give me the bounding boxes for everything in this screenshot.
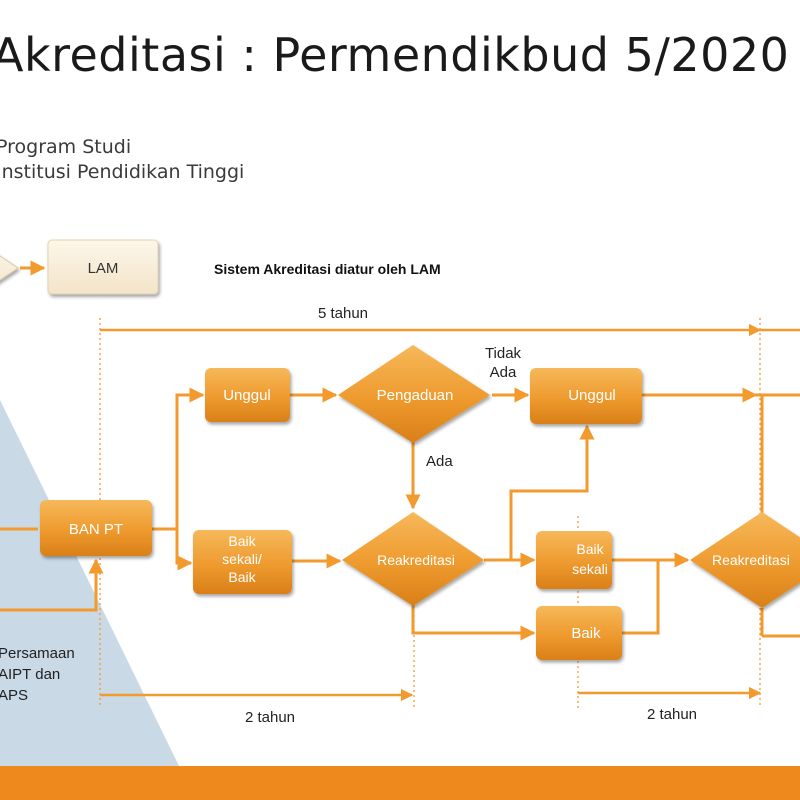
flow-connectors xyxy=(0,387,800,641)
unggul-box-1: Unggul xyxy=(205,368,290,422)
bottom-bar xyxy=(0,766,800,800)
page-title: Akreditasi : Permendikbud 5/2020 xyxy=(0,28,790,82)
five-years-label: 5 tahun xyxy=(318,305,368,322)
ada-label: Ada xyxy=(426,453,453,470)
reakreditasi-diamond-1: Reakreditasi xyxy=(342,512,484,606)
pengaduan-diamond: Pengaduan xyxy=(338,345,490,443)
subtitle-line-2: Institusi Pendidikan Tinggi xyxy=(0,161,245,183)
lam-label: LAM xyxy=(88,260,119,277)
lam-box: LAM xyxy=(47,239,159,295)
unggul-label-2: Unggul xyxy=(568,387,616,404)
baik-sekali-box: Baik sekali xyxy=(536,531,612,589)
lam-heading: Sistem Akreditasi diatur oleh LAM xyxy=(214,261,441,277)
reakreditasi-diamond-2: Reakreditasi xyxy=(690,512,800,608)
left-note-line-3: APS xyxy=(0,687,28,704)
baik-sekali-baik-line-3: Baik xyxy=(228,569,256,585)
baik-sekali-line-1: Baik xyxy=(576,541,604,557)
partial-diamond-shape xyxy=(0,255,19,281)
tidak-ada-line-1: Tidak xyxy=(485,345,522,362)
reakreditasi-label-1: Reakreditasi xyxy=(377,552,455,568)
ban-pt-label: BAN PT xyxy=(69,521,123,538)
baik-sekali-baik-box: Baik sekali/ Baik xyxy=(193,530,292,594)
baik-box: Baik xyxy=(536,606,622,660)
tidak-ada-line-2: Ada xyxy=(490,364,517,381)
five-year-span: 5 tahun xyxy=(100,305,800,337)
two-years-left-label: 2 tahun xyxy=(245,709,295,726)
baik-sekali-baik-line-2: sekali/ xyxy=(222,551,262,567)
two-years-right-label: 2 tahun xyxy=(647,706,697,723)
subtitle-line-1: Program Studi xyxy=(0,136,132,158)
baik-sekali-baik-line-1: Baik xyxy=(228,533,256,549)
background-triangle xyxy=(0,400,180,768)
baik-sekali-line-2: sekali xyxy=(572,561,608,577)
left-note-line-2: AIPT dan xyxy=(0,666,60,683)
left-note-line-1: Persamaan xyxy=(0,645,75,662)
ban-pt-box: BAN PT xyxy=(40,500,152,556)
unggul-label-1: Unggul xyxy=(223,387,271,404)
reakreditasi-label-2: Reakreditasi xyxy=(712,552,790,568)
baik-label: Baik xyxy=(571,625,601,642)
pengaduan-label: Pengaduan xyxy=(377,387,454,404)
unggul-box-2: Unggul xyxy=(530,368,642,424)
